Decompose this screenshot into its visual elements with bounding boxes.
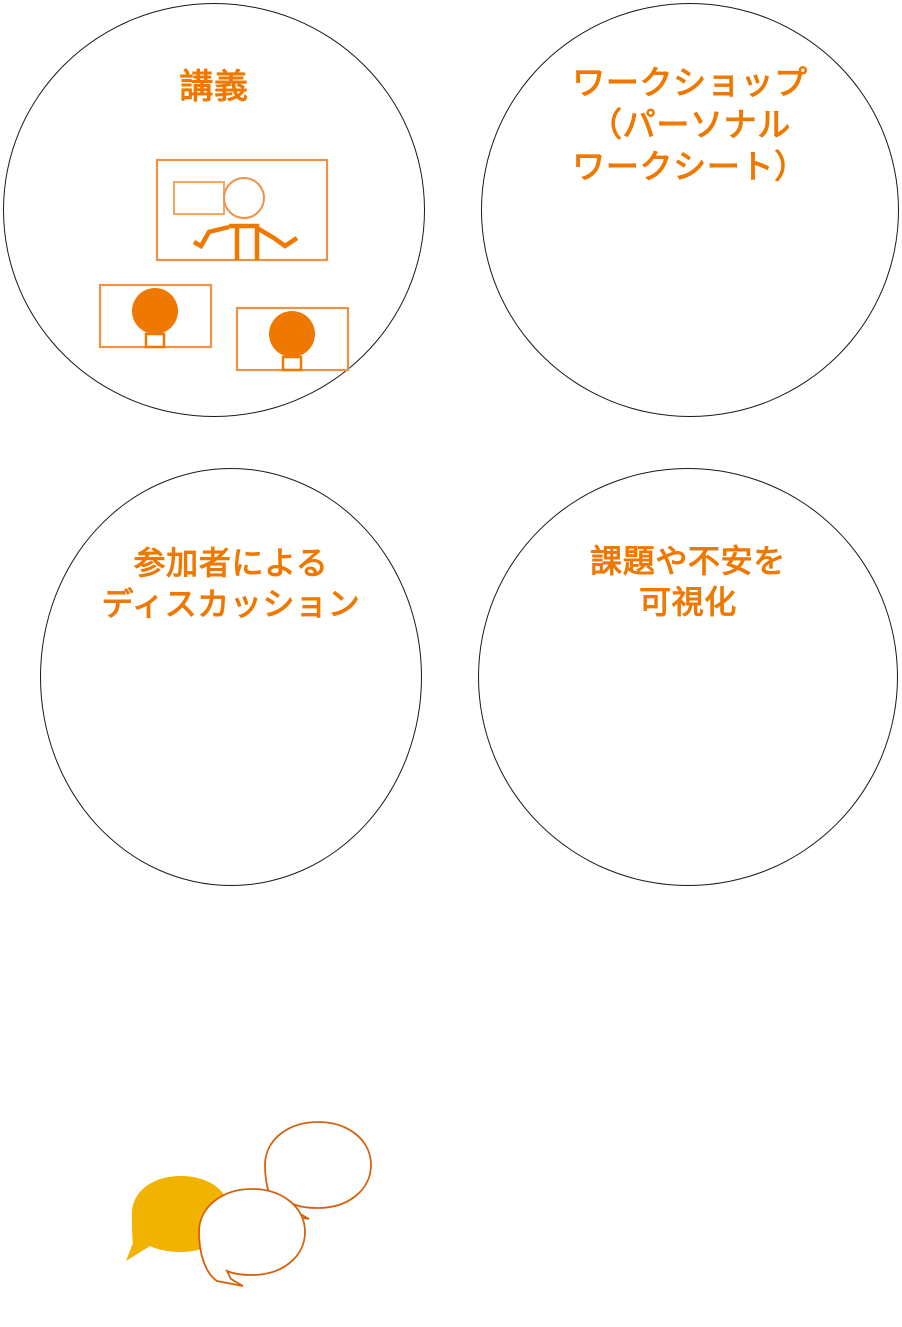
card-workshop[interactable]: ワークショップ （パーソナル ワークシート） bbox=[481, 3, 899, 417]
card-workshop-title: ワークショップ （パーソナル ワークシート） bbox=[572, 64, 808, 186]
speech-bubbles-icon bbox=[119, 1119, 405, 1327]
card-visualize[interactable]: 課題や不安を 可視化 bbox=[478, 468, 898, 886]
card-discussion[interactable]: 参加者による ディスカッション bbox=[40, 468, 422, 1287]
diagram-canvas: 講義 bbox=[3, 3, 899, 1287]
card-discussion-title: 参加者による ディスカッション bbox=[101, 545, 361, 622]
card-lecture[interactable]: 講義 bbox=[3, 3, 425, 417]
card-visualize-title: 課題や不安を 可視化 bbox=[590, 543, 786, 620]
lecture-presentation-icon bbox=[89, 156, 361, 382]
card-lecture-title: 講義 bbox=[179, 68, 249, 106]
